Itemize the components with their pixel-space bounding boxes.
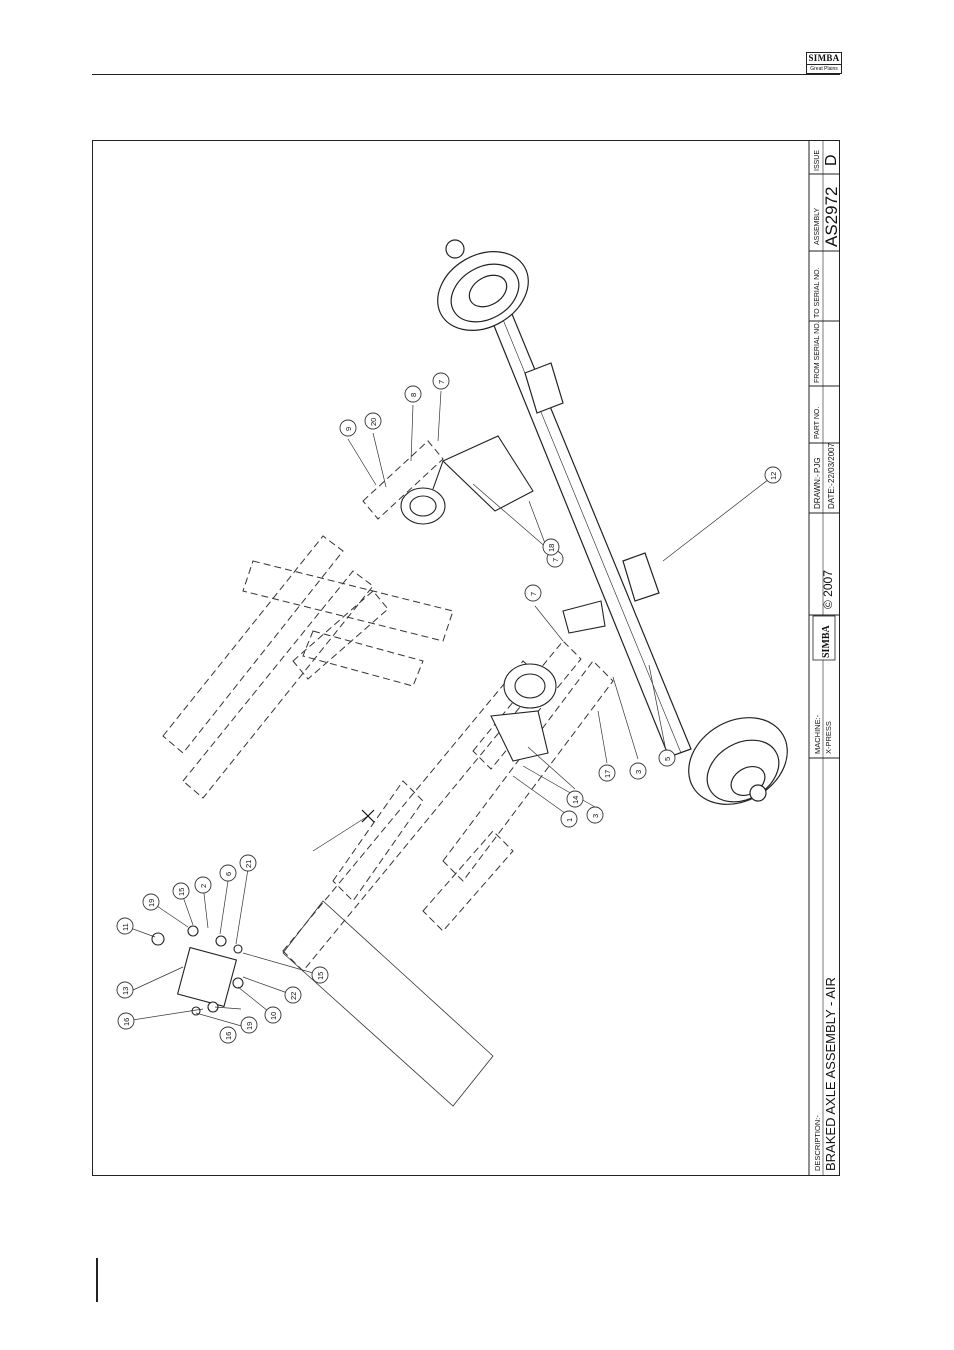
machine-label: MACHINE:-: [813, 714, 822, 754]
technical-drawing: ISSUE D ASSEMBLY AS2972 TO SERIAL NO. FR…: [93, 141, 839, 1175]
issue-value: D: [823, 154, 839, 166]
callout-2: 2: [195, 877, 211, 893]
callout-label: 14: [571, 796, 580, 804]
brake-chamber-upper: [401, 436, 533, 524]
callout-label: 15: [316, 972, 325, 980]
header-rule: [92, 74, 840, 75]
callout-label: 9: [344, 427, 353, 431]
callout-label: 11: [121, 923, 130, 931]
callout-label: 10: [269, 1012, 278, 1020]
callout-label: 22: [289, 992, 298, 1000]
logo-subtitle: Great Plains: [807, 65, 841, 73]
date-label: DATE:-: [827, 483, 836, 509]
to-serial-label: TO SERIAL NO.: [814, 267, 821, 318]
callout-22: 22: [285, 987, 301, 1003]
copyright: © 2007: [821, 570, 835, 609]
callout-19b: 19: [241, 1017, 257, 1033]
machine-value: X-PRESS: [824, 721, 833, 754]
callout-20: 20: [365, 413, 381, 429]
x-marker: [362, 810, 374, 822]
brake-chamber-lower: [491, 601, 605, 761]
valve-cluster: [152, 926, 243, 1015]
callout-15b: 15: [312, 967, 328, 983]
callout-16a: 16: [118, 1013, 134, 1029]
callout-12: 12: [765, 467, 781, 483]
part-no-label: PART NO.: [814, 407, 821, 439]
description-value: BRAKED AXLE ASSEMBLY - AIR: [823, 977, 838, 1171]
callout-3b: 3: [587, 807, 603, 823]
callout-7a: 7: [433, 373, 449, 389]
callout-15a: 15: [173, 883, 189, 899]
callout-17: 17: [599, 765, 615, 781]
callout-11: 11: [117, 918, 133, 934]
callout-label: 13: [121, 987, 130, 995]
callout-label: 1: [565, 818, 574, 822]
title-block-logo-text: SIMBA: [821, 624, 832, 658]
callout-label: 6: [224, 872, 233, 876]
callout-label: 2: [199, 884, 208, 888]
callout-label: 8: [409, 393, 418, 397]
drawn-label: DRAWN:-: [813, 474, 822, 509]
callout-6: 6: [220, 865, 236, 881]
callout-label: 5: [663, 757, 672, 761]
drawn-value: PJG: [813, 457, 822, 473]
callout-16b: 16: [220, 1027, 236, 1043]
callout-label: 17: [603, 770, 612, 778]
callout-label: 20: [369, 418, 378, 426]
callout-18: 18: [543, 539, 559, 555]
callout-label: 16: [122, 1018, 131, 1026]
callout-5: 5: [659, 750, 675, 766]
callout-label: 7: [529, 592, 538, 596]
callout-3a: 3: [630, 763, 646, 779]
callout-label: 21: [244, 860, 253, 868]
callout-19a: 19: [143, 894, 159, 910]
title-block-logo: SIMBA: [813, 616, 835, 660]
callout-label: 18: [547, 544, 556, 552]
callout-label: 16: [224, 1032, 233, 1040]
callout-7c: 7: [525, 585, 541, 601]
callout-label: 7: [437, 380, 446, 384]
callout-label: 3: [634, 770, 643, 774]
callout-label: 19: [147, 899, 156, 907]
date-value: 22/03/2007: [827, 442, 836, 483]
simba-logo: SIMBA Great Plains: [806, 52, 842, 74]
callout-9: 9: [340, 420, 356, 436]
callout-8: 8: [405, 386, 421, 402]
axle-assembly: [423, 236, 803, 822]
callout-10: 10: [265, 1007, 281, 1023]
description-label: DESCRIPTION:-: [813, 1115, 822, 1171]
leader-lines: [125, 391, 773, 1027]
page-margin-bar: [96, 1258, 98, 1302]
logo-brand: SIMBA: [807, 53, 841, 65]
callout-label: 7: [551, 558, 560, 562]
callout-14: 14: [567, 791, 583, 807]
callout-21: 21: [240, 855, 256, 871]
drawing-frame: ISSUE D ASSEMBLY AS2972 TO SERIAL NO. FR…: [92, 140, 840, 1176]
callout-label: 15: [177, 888, 186, 896]
callout-label: 3: [591, 814, 600, 818]
callout-13: 13: [117, 982, 133, 998]
from-serial-label: FROM SERIAL NO.: [814, 321, 821, 383]
issue-label: ISSUE: [814, 150, 821, 171]
callout-1: 1: [561, 811, 577, 827]
callout-label: 12: [769, 472, 778, 480]
assembly-number: AS2972: [822, 187, 839, 248]
callout-label: 19: [245, 1022, 254, 1030]
assembly-label: ASSEMBLY: [814, 207, 821, 245]
